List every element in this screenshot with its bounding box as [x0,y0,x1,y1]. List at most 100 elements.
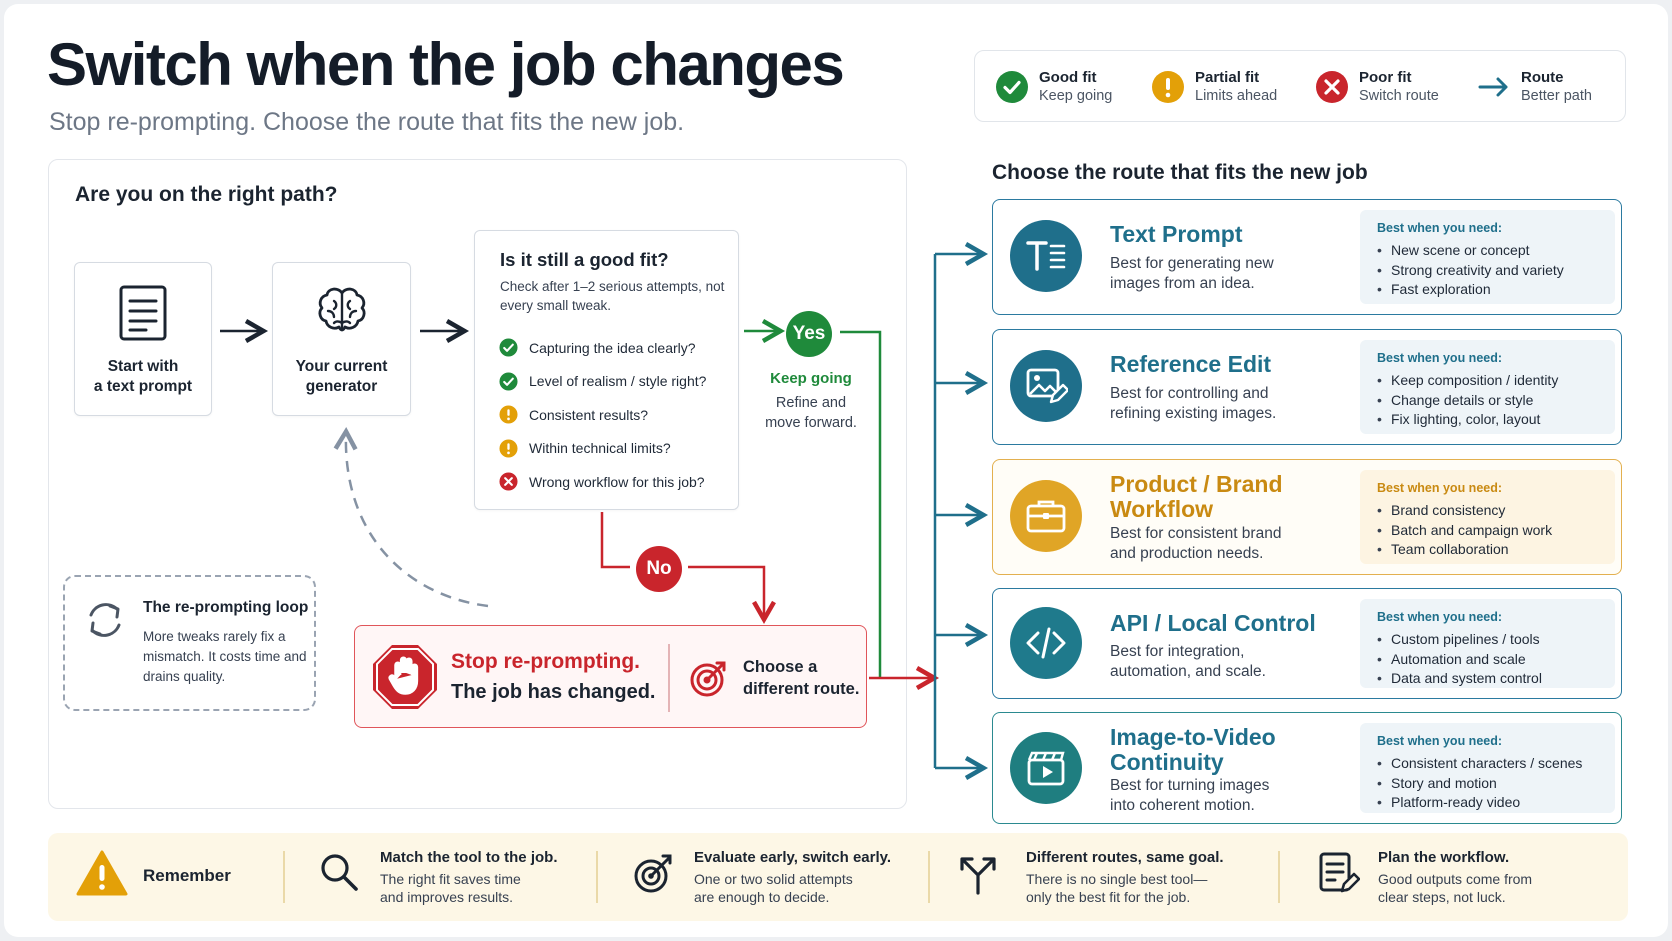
divider [928,851,930,903]
exclamation-icon [499,439,518,458]
fit-checklist: Capturing the idea clearly? Level of rea… [499,331,706,499]
choose-route-label: Choose a different route. [743,658,860,698]
stop-heading: Stop re-prompting. [451,650,640,673]
check-item-text: Within technical limits? [529,440,671,457]
check-item-text: Level of realism / style right? [529,373,707,390]
no-badge: No [636,546,682,592]
fit-subtitle: Check after 1–2 serious attempts, not ev… [500,279,725,313]
best-item: Brand consistency [1377,501,1615,521]
keep-going-subtext: Refine and move forward. [765,395,857,431]
text-icon [1026,241,1066,271]
warning-icon [76,850,128,896]
best-heading: Best when you need: [1377,610,1503,624]
best-heading: Best when you need: [1377,734,1503,748]
route-name: API / Local Control [1110,610,1316,636]
code-icon [1026,627,1066,659]
target-icon [634,854,672,893]
legend-sub: Limits ahead [1195,88,1278,104]
check-item: Capturing the idea clearly? [499,331,706,365]
best-item: Custom pipelines / tools [1377,630,1615,650]
route-icon-badge [1010,480,1082,552]
best-item: Fast exploration [1377,280,1615,300]
route-icon-badge [1010,220,1082,292]
route-name: Text Prompt [1110,221,1243,247]
legend-label: Poor fit [1359,69,1412,86]
stop-subheading: The job has changed. [451,681,656,703]
tip-item: Different routes, same goal. There is no… [956,833,1276,921]
refresh-loop-icon [89,603,121,637]
stop-reprompting-node: Stop re-prompting. The job has changed. … [354,625,867,728]
divider [668,644,670,712]
remember-strip: Remember Match the tool to the job. The … [48,833,1628,921]
divider [596,851,598,903]
divider [1278,851,1280,903]
route-description: Best for integration, automation, and sc… [1110,643,1266,680]
tip-item: Plan the workflow. Good outputs come fro… [1316,833,1616,921]
route-description: Best for turning images into coherent mo… [1110,777,1270,814]
best-item: Strong creativity and variety [1377,261,1615,281]
fit-check-node: Is it still a good fit? Check after 1–2 … [474,230,739,510]
check-item-text: Wrong workflow for this job? [529,473,705,490]
stop-hand-icon [373,645,437,709]
best-heading: Best when you need: [1377,481,1503,495]
arrow-right-icon [1478,77,1508,97]
checklist-icon [1319,852,1360,893]
legend-label: Partial fit [1195,69,1260,86]
exclamation-icon [1152,71,1184,103]
check-item: Wrong workflow for this job? [499,465,706,499]
tip-title: Evaluate early, switch early. [694,849,892,866]
route-api-local-control[interactable]: API / Local Control Best for integration… [992,588,1622,699]
check-icon [499,372,518,391]
check-icon [996,71,1028,103]
tip-text: There is no single best tool— only the b… [1026,871,1208,905]
fit-title: Is it still a good fit? [500,249,669,270]
exclamation-icon [499,405,518,424]
route-description: Best for consistent brand and production… [1110,525,1282,562]
legend-label: Route [1521,69,1564,86]
route-reference-edit[interactable]: Reference Edit Best for controlling and … [992,329,1622,445]
best-when-panel: Best when you need: New scene or concept… [1360,210,1615,304]
best-item: Data and system control [1377,669,1615,689]
route-image-to-video[interactable]: Image-to-Video Continuity Best for turni… [992,712,1622,824]
check-icon [499,338,518,357]
best-when-panel: Best when you need: Consistent character… [1360,723,1615,813]
best-item: Team collaboration [1377,540,1615,560]
image-edit-icon [1026,368,1068,404]
best-when-panel: Best when you need: Custom pipelines / t… [1360,599,1615,688]
route-product-brand-workflow[interactable]: Product / Brand Workflow Best for consis… [992,459,1622,575]
tip-text: The right fit saves time and improves re… [380,871,521,905]
best-item: Change details or style [1377,391,1615,411]
route-icon-badge [1010,732,1082,804]
split-arrows-icon [960,857,996,895]
best-item: Story and motion [1377,774,1615,794]
start-label: Start with a text prompt [93,358,193,395]
best-item: Automation and scale [1377,650,1615,670]
best-item: New scene or concept [1377,241,1615,261]
tip-item: Match the tool to the job. The right fit… [318,833,608,921]
document-icon [119,285,167,341]
remember-item: Remember [48,833,278,921]
route-text-prompt[interactable]: Text Prompt Best for generating new imag… [992,199,1622,315]
best-item: Keep composition / identity [1377,371,1615,391]
tip-item: Evaluate early, switch early. One or two… [632,833,922,921]
x-icon [1316,71,1348,103]
route-icon-badge [1010,350,1082,422]
route-description: Best for generating new images from an i… [1110,255,1274,292]
best-item: Fix lighting, color, layout [1377,410,1615,430]
x-icon [499,472,518,491]
loop-text: More tweaks rarely fix a mismatch. It co… [143,629,307,684]
yes-badge: Yes [786,311,832,357]
brain-icon [318,287,365,332]
route-name: Reference Edit [1110,351,1272,377]
best-when-panel: Best when you need: Brand consistency Ba… [1360,470,1615,564]
legend-sub: Keep going [1039,88,1113,104]
target-icon [690,661,726,697]
route-description: Best for controlling and refining existi… [1110,385,1277,422]
legend-sub: Better path [1521,88,1592,104]
legend-sub: Switch route [1359,88,1439,104]
legend-label: Good fit [1039,69,1097,86]
best-heading: Best when you need: [1377,351,1503,365]
